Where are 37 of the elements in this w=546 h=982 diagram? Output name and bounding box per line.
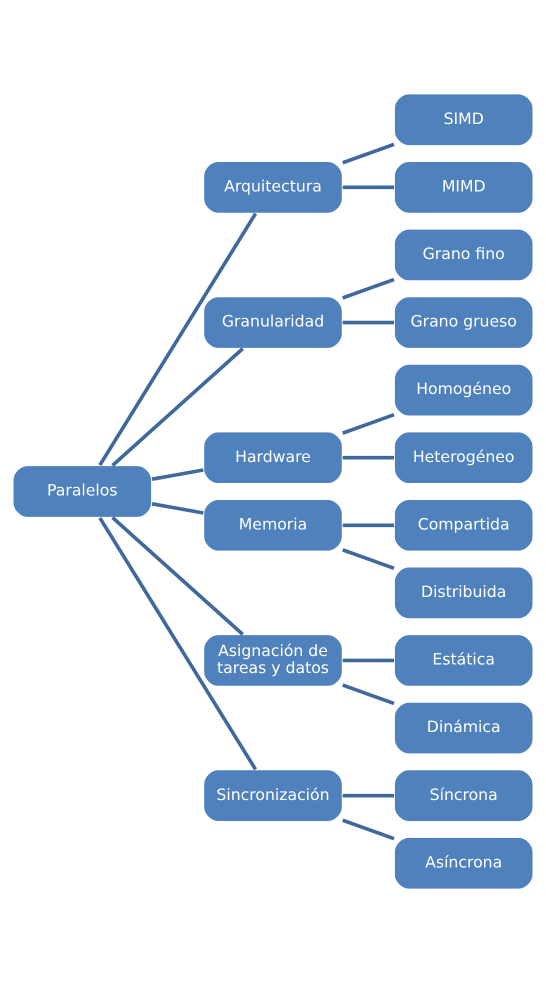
connector bbox=[342, 522, 394, 527]
node-box: Asignación de tareas y datos bbox=[203, 633, 343, 687]
node-box: Granularidad bbox=[203, 295, 343, 349]
connector bbox=[342, 412, 395, 434]
node-box: Grano grueso bbox=[394, 295, 534, 349]
connector bbox=[342, 277, 395, 300]
connector bbox=[152, 468, 204, 480]
node-box: Homogéneo bbox=[394, 363, 534, 416]
connector bbox=[342, 658, 394, 662]
node-box: SIMD bbox=[394, 92, 534, 146]
connector bbox=[98, 212, 258, 466]
connector bbox=[342, 142, 395, 164]
node-box: Grano fino bbox=[394, 228, 534, 281]
connector bbox=[152, 502, 204, 514]
node-box: Estática bbox=[394, 633, 534, 687]
node-box: Compartida bbox=[394, 498, 534, 552]
node-box: Heterogéneo bbox=[394, 430, 534, 484]
connector bbox=[342, 548, 395, 570]
node-box: Hardware bbox=[203, 430, 343, 484]
connector bbox=[98, 516, 258, 770]
node-box: MIMD bbox=[394, 160, 534, 214]
connector bbox=[342, 455, 394, 460]
node-box: Paralelos bbox=[12, 464, 152, 518]
node-box: Síncrona bbox=[394, 768, 534, 822]
connector bbox=[342, 793, 394, 797]
node-box: Distribuida bbox=[394, 566, 534, 619]
node-box: Sincronización bbox=[203, 768, 343, 822]
connector bbox=[342, 185, 394, 189]
node-box: Memoria bbox=[203, 498, 343, 552]
node-box: Dinámica bbox=[394, 701, 534, 754]
node-box: Arquitectura bbox=[203, 160, 343, 214]
node-box: Asíncrona bbox=[394, 836, 534, 890]
connector bbox=[111, 346, 244, 466]
connector bbox=[342, 818, 395, 840]
connector bbox=[111, 516, 244, 636]
connector bbox=[342, 682, 395, 705]
connector bbox=[342, 320, 394, 324]
